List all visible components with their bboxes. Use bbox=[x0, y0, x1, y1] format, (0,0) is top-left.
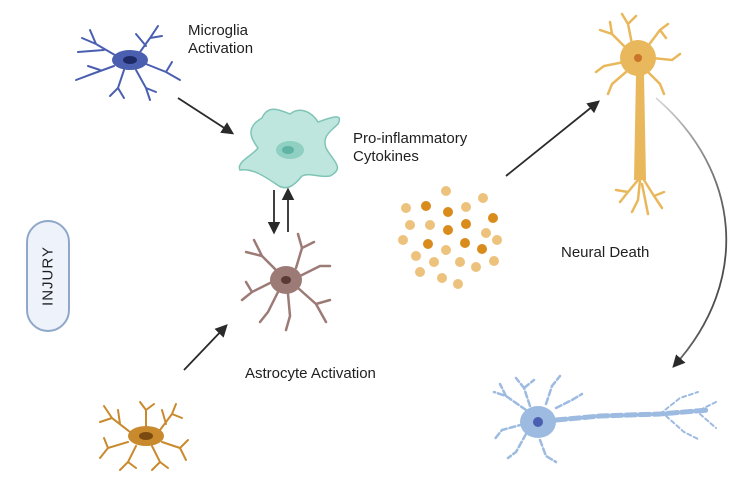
neural-death-label: Neural Death bbox=[561, 244, 650, 261]
cytokines-label-line1: Pro-inflammatory bbox=[353, 130, 468, 147]
reactive-astrocyte-icon bbox=[240, 232, 332, 332]
astrocyte-activation-label: Astrocyte Activation bbox=[245, 365, 376, 382]
cytokines-label: Pro-inflammatory Cytokines bbox=[353, 130, 467, 166]
arrow-microglia-to-activated bbox=[177, 97, 235, 135]
microglia-label-line1: Microglia bbox=[188, 22, 249, 39]
activated-microglia-icon bbox=[238, 108, 341, 189]
cytokines-label-line2: Cytokines bbox=[353, 148, 419, 165]
microglia-label-line2: Activation bbox=[188, 40, 254, 57]
cytokine-cluster-icon bbox=[398, 186, 502, 289]
arrow-cytokines-to-neuron bbox=[505, 100, 600, 177]
microglia-cell-icon bbox=[75, 25, 181, 101]
resting-astrocyte-icon bbox=[99, 401, 189, 471]
microglia-activation-label: Microglia Activation bbox=[188, 22, 253, 58]
arrow-neuron-to-death bbox=[655, 97, 728, 368]
dying-neuron-icon bbox=[492, 374, 717, 464]
arrow-resting-to-reactive-astrocyte bbox=[183, 324, 228, 371]
injury-label: INJURY bbox=[39, 246, 57, 306]
healthy-neuron-icon bbox=[594, 12, 682, 216]
injury-badge: INJURY bbox=[26, 220, 70, 332]
